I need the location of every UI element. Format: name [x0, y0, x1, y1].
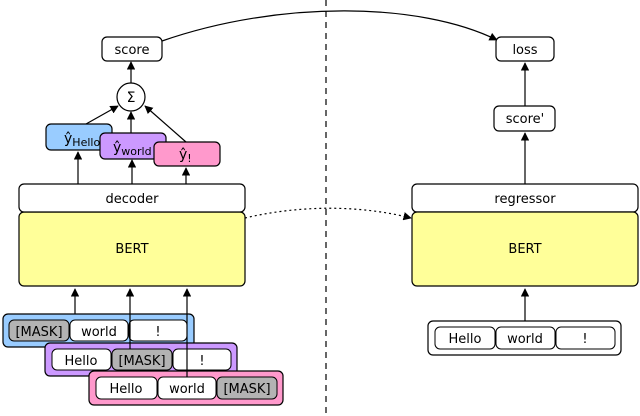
token-label: !	[199, 354, 204, 369]
token-hello	[95, 376, 158, 400]
input-row-right: Hello world !	[427, 320, 622, 356]
loss-box	[495, 36, 555, 62]
score-prime-label: score'	[506, 112, 545, 127]
token-world	[69, 319, 129, 342]
token-hello	[434, 326, 496, 350]
score-label: score	[115, 43, 150, 58]
svg-text:ŷworld: ŷworld	[113, 140, 152, 158]
arrow-y-excl-to-sum	[144, 105, 187, 143]
token-label: Hello	[65, 354, 98, 369]
arrow-score-to-loss	[161, 10, 498, 42]
token-excl	[555, 326, 616, 350]
token-world	[495, 326, 556, 350]
svg-text:ŷ!: ŷ!	[179, 147, 192, 165]
score-prime-box	[493, 105, 556, 132]
token-label: world	[507, 332, 543, 347]
prediction-excl: ŷ!	[153, 141, 221, 167]
token-mask	[111, 348, 173, 371]
prediction-hello: ŷHello	[45, 123, 113, 151]
token-mask	[216, 376, 278, 400]
arrow-bert-distill	[244, 207, 412, 221]
input-row-1: [MASK] world !	[2, 313, 195, 348]
token-label: !	[582, 332, 587, 347]
token-label: [MASK]	[118, 354, 165, 369]
token-label: !	[155, 325, 160, 340]
decoder-label: decoder	[106, 192, 160, 207]
input-row-3: Hello world [MASK]	[88, 370, 284, 406]
token-label: [MASK]	[15, 325, 62, 340]
token-hello	[51, 348, 112, 371]
svg-text:ŷHello: ŷHello	[64, 131, 100, 149]
score-box	[101, 36, 163, 62]
token-label: Hello	[449, 332, 482, 347]
token-label: world	[81, 325, 117, 340]
token-label: [MASK]	[223, 382, 270, 397]
token-label: world	[169, 382, 205, 397]
token-mask	[8, 319, 70, 342]
regressor-label: regressor	[494, 192, 556, 207]
token-label: Hello	[110, 382, 143, 397]
loss-label: loss	[512, 43, 537, 58]
prediction-world: ŷworld	[99, 132, 167, 160]
arrow-y-hello-to-sum	[85, 105, 119, 125]
sum-symbol: Σ	[127, 90, 136, 106]
bert-label-right: BERT	[508, 242, 541, 257]
bert-label-left: BERT	[115, 242, 148, 257]
bert-block-right	[411, 211, 639, 287]
